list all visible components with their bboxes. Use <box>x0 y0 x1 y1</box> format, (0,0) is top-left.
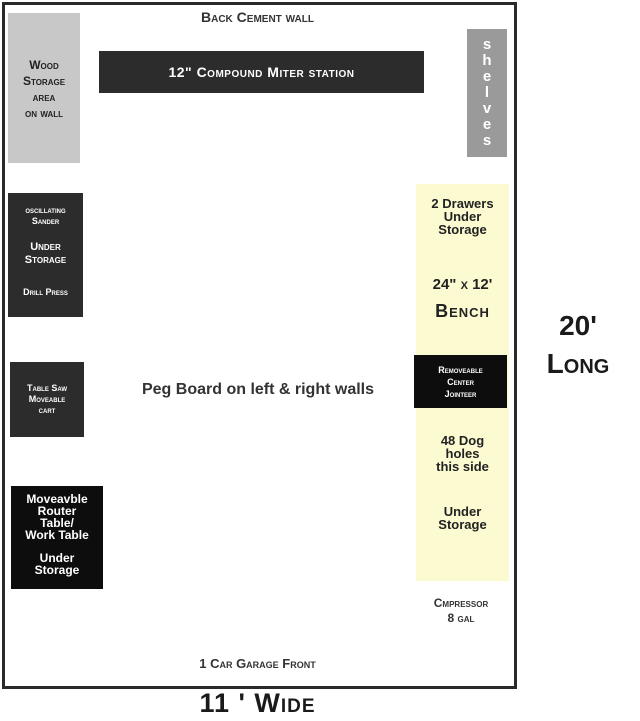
router-storage-line: Storage <box>34 563 80 577</box>
sander-line: oscillating <box>25 205 66 215</box>
bench-storage-line: Storage <box>438 517 487 532</box>
bench-drawers-label: 2 Drawers Under Storage <box>416 197 509 236</box>
bench-size-label: 24" x 12' <box>432 276 493 293</box>
router-work-table: Moveavble Router Table/ Work Table Under… <box>11 486 103 589</box>
front-wall-label: 1 Car Garage Front <box>199 656 316 671</box>
dog-holes-label: 48 Dog holes this side <box>416 434 509 473</box>
width-dimension-label: 11 ' Wide <box>199 688 316 718</box>
bench-storage-label: Under Storage <box>416 505 509 531</box>
length-line: Long <box>546 348 610 379</box>
drill-press-label: Drill Press <box>23 287 68 297</box>
table-saw-line: Moveable <box>28 394 66 404</box>
table-saw-cart: Table Saw Moveable cart <box>10 362 84 437</box>
bench-drawers-line: 2 Drawers <box>431 196 494 211</box>
sander-storage-line: Under <box>30 241 61 253</box>
miter-station: 12" Compound Miter station <box>99 51 424 93</box>
router-line: Table/ <box>40 516 74 530</box>
router-line: Work Table <box>25 528 89 542</box>
bench-storage-line: Under <box>443 504 482 519</box>
router-line: Moveavble <box>26 492 88 506</box>
dog-holes-line: holes <box>445 446 480 461</box>
bench-drawers-line: Under <box>443 209 482 224</box>
router-line: Router <box>37 504 77 518</box>
sander-line: Sander <box>31 216 60 226</box>
compressor-line: 8 gal <box>447 611 475 625</box>
jointer-line: Center <box>447 376 474 387</box>
bench-drawers-line: Storage <box>438 222 487 237</box>
shelves-letter: e <box>482 68 492 85</box>
shelves: s h e l v e s <box>467 29 507 157</box>
wood-storage-line: Wood <box>29 58 59 72</box>
dog-holes-line: 48 Dog <box>440 433 485 448</box>
length-dimension-label: 20' Long <box>518 307 638 383</box>
dog-holes-line: this side <box>436 459 489 474</box>
back-wall-label: Back Cement wall <box>201 9 314 25</box>
wood-storage-area: Wood Storage area on wall <box>8 13 80 163</box>
wood-storage-line: on wall <box>25 106 63 120</box>
shelves-letter: s <box>482 132 492 149</box>
shelves-letter: l <box>484 84 490 101</box>
sander-storage-line: Storage <box>24 254 67 266</box>
bench-name-label: Bench <box>435 301 490 321</box>
shelves-letter: s <box>482 36 492 53</box>
jointer-line: Jointeer <box>444 388 477 399</box>
shelves-letter: v <box>482 100 492 117</box>
compressor-line: Cmpressor <box>433 596 489 610</box>
jointer-line: Removeable <box>438 364 483 375</box>
pegboard-label: Peg Board on left & right walls <box>141 381 375 398</box>
table-saw-line: Table Saw <box>27 383 67 393</box>
compressor-label: Cmpressor 8 gal <box>405 596 517 626</box>
length-line: 20' <box>559 310 597 341</box>
shelves-letter: h <box>482 52 492 69</box>
wood-storage-line: Storage <box>22 74 66 88</box>
shelves-letter: e <box>482 116 492 133</box>
router-storage-line: Under <box>39 551 75 565</box>
wood-storage-line: area <box>32 90 56 104</box>
sander-drill-press-cart: oscillating Sander Under Storage Drill P… <box>8 193 83 317</box>
removeable-jointer: Removeable Center Jointeer <box>414 355 507 408</box>
table-saw-line: cart <box>38 405 56 415</box>
